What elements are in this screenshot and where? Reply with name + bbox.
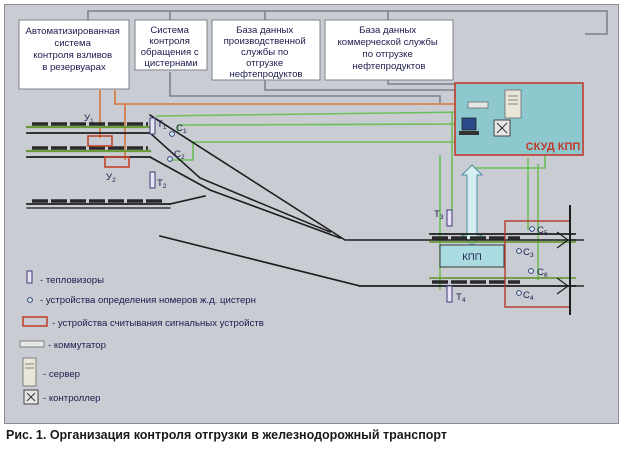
reader-c4: [516, 290, 522, 296]
reader-c2: [167, 156, 173, 162]
kpp-gate: КПП: [439, 205, 584, 315]
label-c3: C3: [523, 247, 534, 259]
thermal-t1: [149, 117, 156, 135]
kpp-box: [439, 244, 505, 268]
green-wires: [155, 111, 546, 290]
reader-c5: [529, 226, 535, 232]
legend-thermal-symbol: [26, 270, 33, 284]
box-tank-control-text: Автоматизированная система контроля взли…: [26, 26, 123, 73]
box-2-line-4: нефтепродуктов: [229, 69, 302, 80]
rail-tracks: [25, 113, 576, 287]
label-c1: C1: [176, 123, 187, 135]
box-tank-car-text: Система контроля обращения с цистернами: [141, 25, 202, 69]
thermal-t3: [446, 209, 453, 227]
box-commercial-db-text: База данных коммерческой службы по отгру…: [338, 25, 441, 72]
label-t4: T4: [456, 292, 466, 304]
label-t3: T3: [434, 209, 444, 221]
label-c6: C6: [537, 267, 548, 279]
box-3-line-1: коммерческой службы: [338, 37, 438, 48]
workstation-monitor: [461, 117, 477, 131]
legend-switch: - коммутатор: [48, 340, 106, 351]
reader-c3: [516, 248, 522, 254]
legend-signals-symbol: [22, 316, 48, 327]
box-2-line-0: База данных: [236, 25, 293, 36]
legend-server-symbol: [22, 357, 37, 387]
box-production-db: [211, 19, 321, 81]
box-production-db-text: База данных производственной службы по о…: [224, 25, 309, 80]
box-1-line-0: Система: [150, 25, 189, 36]
thermal-t2: [149, 171, 156, 189]
switch-device: [467, 101, 489, 109]
box-0-line-3: в резервуарах: [42, 62, 106, 73]
signal-readers: [87, 135, 130, 168]
thermal-t4: [446, 285, 453, 303]
reader-c6: [528, 268, 534, 274]
workstation-base: [459, 131, 479, 135]
legend-switch-symbol: [19, 340, 45, 348]
reader-y1: [87, 135, 113, 147]
reader-c1: [169, 131, 175, 137]
tank-cars: [32, 122, 520, 284]
label-t1: T1: [157, 119, 167, 131]
thermal-imagers: [149, 117, 453, 303]
label-t2: T2: [157, 178, 167, 190]
legend-numbers: - устройства определения номеров ж.д. ци…: [40, 295, 256, 306]
system-boxes: Автоматизированная система контроля взли…: [18, 19, 454, 90]
kpp-label: КПП: [462, 252, 481, 263]
box-2-line-3: отгрузке: [246, 58, 283, 69]
label-c4: C4: [523, 290, 534, 302]
box-3-line-3: нефтепродуктов: [352, 61, 425, 72]
box-3-line-0: База данных: [359, 25, 416, 36]
legend-signals: - устройства считывания сигнальных устро…: [52, 318, 264, 329]
box-commercial-db: [324, 19, 454, 81]
legend-controller: - контроллер: [43, 393, 101, 404]
box-tank-car-control: [134, 19, 208, 71]
box-tank-control: [18, 19, 130, 90]
box-1-line-2: обращения с: [141, 47, 199, 58]
label-c5: C5: [537, 225, 548, 237]
legend-numbers-symbol: [27, 297, 33, 303]
box-0-line-2: контроля взливов: [33, 50, 112, 61]
figure-caption: Рис. 1. Организация контроля отгрузки в …: [6, 428, 447, 442]
box-1-line-1: контроля: [149, 36, 190, 47]
skud-kpp-label: СКУД КПП: [526, 141, 581, 153]
box-1-line-3: цистернами: [144, 58, 197, 69]
sensor-labels: T1 T2 T3 T4 C1 C2 C3 C4 C5 C6 У1 У2: [84, 113, 548, 304]
box-2-line-2: службы по: [241, 47, 288, 58]
legend: - тепловизоры - устройства определения н…: [19, 270, 264, 405]
skud-kpp-block: СКУД КПП: [454, 82, 584, 156]
reader-y2: [104, 156, 130, 168]
number-readers: [167, 131, 535, 296]
box-3-line-2: по отгрузке: [363, 49, 413, 60]
label-y1: У1: [84, 113, 94, 125]
legend-server: - сервер: [43, 369, 80, 380]
legend-thermal: - тепловизоры: [40, 275, 104, 286]
box-2-line-1: производственной: [224, 36, 306, 47]
box-0-line-0: Автоматизированная: [26, 26, 120, 37]
label-c2: C2: [174, 149, 185, 161]
kpp-link-arrow: [460, 164, 484, 246]
box-0-line-1: система: [54, 38, 91, 49]
label-y2: У2: [106, 172, 116, 184]
